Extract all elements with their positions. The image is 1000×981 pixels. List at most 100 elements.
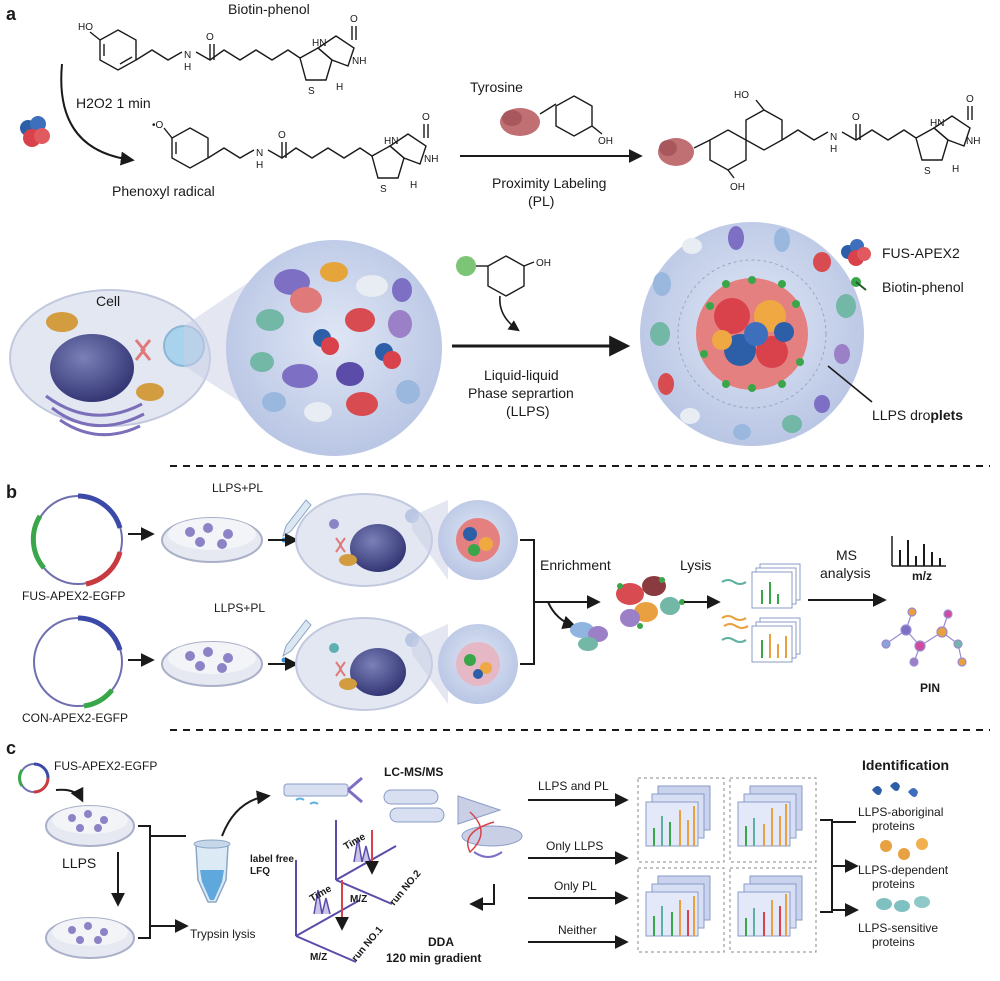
llps-label-2: Phase seprartion [468, 385, 574, 401]
condition-llps-pl: LLPS and PL [538, 779, 609, 793]
atom-oh-2: OH [730, 182, 745, 193]
atom-o-4: O [422, 112, 430, 123]
atom-n-3: N [830, 132, 837, 143]
atom-oh-3: OH [536, 258, 551, 269]
time-label-2: Time [342, 831, 368, 852]
atom-h-3: H [256, 160, 263, 171]
dda-3d-plot [295, 820, 397, 963]
label-free-2: LFQ [250, 866, 270, 877]
legend-fus-apex2-icon [841, 239, 871, 266]
atom-o-6: O [966, 94, 974, 105]
culture-dish-con [161, 641, 263, 687]
id-aboriginal-1: LLPS-aboriginal [858, 805, 943, 819]
plasmid-con [33, 615, 123, 709]
legend-biotin-phenol: Biotin-phenol [882, 279, 964, 295]
plasmid-fus [30, 493, 123, 587]
llps-label-3: (LLPS) [506, 403, 550, 419]
llps-pl-label-2: LLPS+PL [214, 601, 265, 615]
atom-o-3: O [278, 130, 286, 141]
cell-label: Cell [96, 293, 120, 309]
cell-b-fus [295, 493, 433, 587]
droplets-pointer [827, 365, 873, 403]
legend-fus-apex2: FUS-APEX2 [882, 245, 960, 261]
fus-apex2-blob [20, 116, 50, 147]
atom-nh-2: NH [424, 154, 438, 165]
mass-spectrum [891, 536, 946, 567]
ms-instrument [383, 789, 523, 858]
tyrosine-protein-icon [500, 108, 540, 136]
id-aboriginal-2: proteins [872, 819, 915, 833]
atom-o-radical: •O [152, 120, 164, 131]
spectra-stack-bottom [751, 617, 801, 663]
condition-only-pl: Only PL [554, 879, 597, 893]
atom-h-5: H [830, 144, 837, 155]
enriched-waste-proteins [570, 622, 608, 651]
llps-pl-label-1: LLPS+PL [212, 481, 263, 495]
atom-n-1: N [184, 50, 191, 61]
merge-lines [520, 539, 598, 665]
atom-s-3: S [924, 166, 931, 177]
atom-nh-1: NH [352, 56, 366, 67]
biotin-phenol-small-structure [476, 255, 535, 332]
phenoxyl-radical-structure [163, 124, 429, 179]
bracket-c [138, 825, 186, 938]
sensitive-protein-icons [876, 896, 930, 912]
atom-ho-2: HO [734, 90, 749, 101]
gradient-label: 120 min gradient [386, 951, 481, 965]
tyrosine-structure [539, 95, 603, 137]
trypsin-label: Trypsin lysis [190, 927, 256, 941]
llps-periphery-proteins [650, 226, 856, 440]
atom-hn-2: HN [384, 136, 398, 147]
atom-o-2: O [350, 14, 358, 25]
llps-label-1: Liquid-liquid [484, 367, 559, 383]
lc-column [283, 776, 363, 805]
atom-hn-3: HN [930, 118, 944, 129]
zoom-cone-b-1 [412, 500, 448, 580]
enriched-proteins [616, 576, 685, 629]
panel-b-letter: b [6, 482, 17, 502]
legend-biotin-phenol-icon [851, 277, 867, 291]
panel-c-letter: c [6, 738, 16, 758]
atom-h-2: H [336, 82, 343, 93]
aboriginal-protein-icons [872, 782, 918, 797]
enrichment-side-arrow [547, 601, 577, 630]
atom-oh-1: OH [598, 136, 613, 147]
phenoxyl-radical-label: Phenoxyl radical [112, 183, 215, 199]
atom-n-2: N [256, 148, 263, 159]
atom-ho-1: HO [78, 22, 93, 33]
mz-label-1: M/Z [310, 952, 327, 963]
pin-network [881, 607, 967, 667]
labeled-product-structure [693, 99, 973, 179]
identification-title: Identification [862, 757, 949, 773]
labeled-protein-icon [658, 138, 694, 166]
id-dependent-1: LLPS-dependent [858, 863, 949, 877]
plasmid-con-label: CON-APEX2-EGFP [22, 711, 128, 725]
mz-label-2: M/Z [350, 894, 367, 905]
atom-h-6: H [952, 164, 959, 175]
ms-label-1: MS [836, 547, 857, 563]
plasmid-c [17, 762, 50, 794]
atom-o-1: O [206, 32, 214, 43]
run-no-1: run NO.1 [350, 924, 386, 964]
droplet-b-fus [438, 500, 518, 580]
spectra-stack-top [751, 563, 801, 609]
zoom-cone-b-2 [412, 624, 448, 704]
tube-to-lc-arrow [221, 790, 271, 837]
pl-abbr-label: (PL) [528, 193, 554, 209]
pin-label: PIN [920, 681, 940, 695]
biotin-phenol-title: Biotin-phenol [228, 1, 310, 17]
peptide-squiggles [721, 579, 749, 643]
ms-label-2: analysis [820, 565, 871, 581]
label-free-1: label free [250, 854, 294, 865]
atom-s-2: S [380, 184, 387, 195]
id-dependent-2: proteins [872, 877, 915, 891]
eppendorf-tube [193, 839, 231, 903]
ms-return-arrow [469, 884, 495, 911]
proximity-labeling-label: Proximity Labeling [492, 175, 606, 191]
atom-hn-1: HN [312, 38, 326, 49]
result-grid [637, 777, 817, 953]
time-label-1: Time [308, 883, 334, 904]
condition-neither: Neither [558, 923, 597, 937]
cell-illustration [9, 289, 211, 437]
